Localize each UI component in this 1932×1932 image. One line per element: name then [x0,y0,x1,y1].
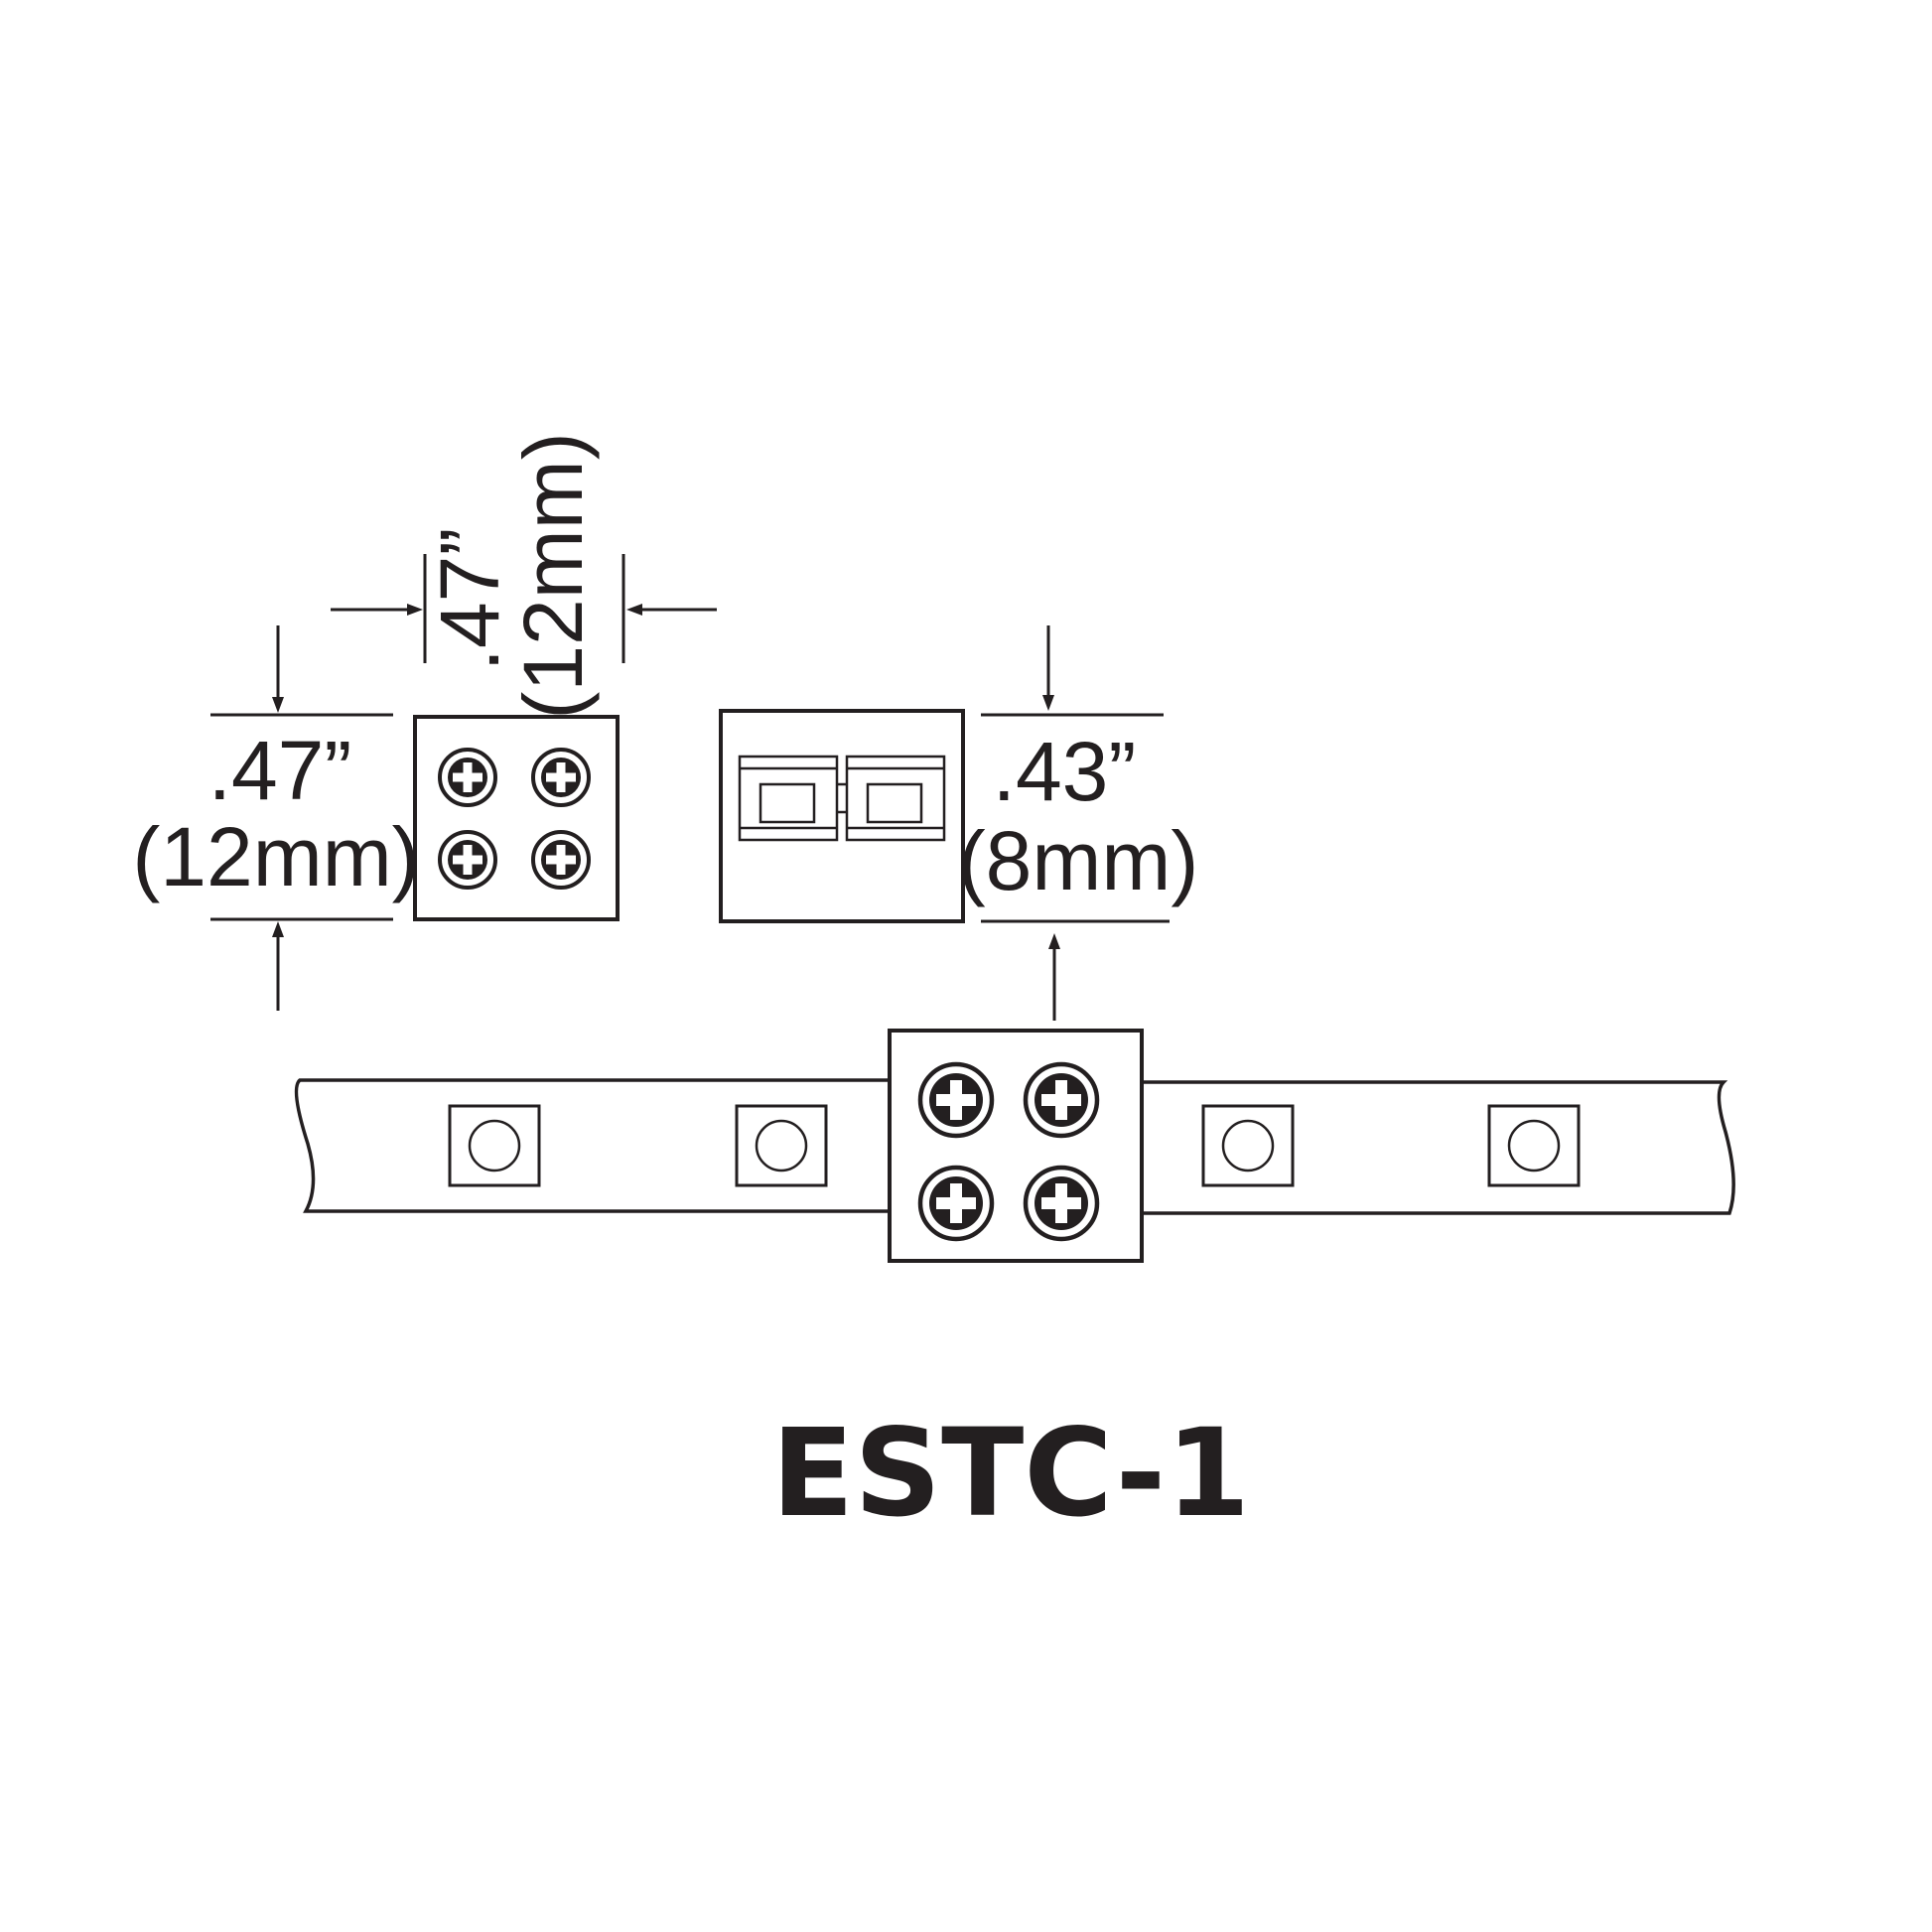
screw-icon [920,1064,992,1136]
width-dimension-mm: (12mm) [506,432,600,719]
led-chip [448,1104,541,1187]
width-dimension-inch: .47” [423,528,516,672]
led-chip [1201,1104,1295,1187]
left-height-dimension [210,625,393,1011]
screw-icon [531,748,591,807]
connector-top-view [413,715,620,921]
width-dimension [331,554,717,663]
connector-on-strip [888,1029,1144,1263]
screw-icon [920,1168,992,1239]
right-height-dimension [981,625,1170,1021]
screw-icon [438,748,497,807]
screw-icon [1026,1168,1097,1239]
right-height-dimension-mm: (8mm) [958,814,1199,907]
right-height-dimension-inch: .43” [993,725,1137,818]
left-height-dimension-inch: .47” [208,724,352,817]
led-chip [1487,1104,1581,1187]
model-name: ESTC-1 [771,1403,1250,1544]
screw-icon [438,830,497,890]
screw-icon [531,830,591,890]
screw-icon [1026,1064,1097,1136]
led-strip [294,1078,1735,1215]
led-chip [735,1104,828,1187]
connector-side-view [719,709,965,923]
left-height-dimension-mm: (12mm) [132,810,419,903]
